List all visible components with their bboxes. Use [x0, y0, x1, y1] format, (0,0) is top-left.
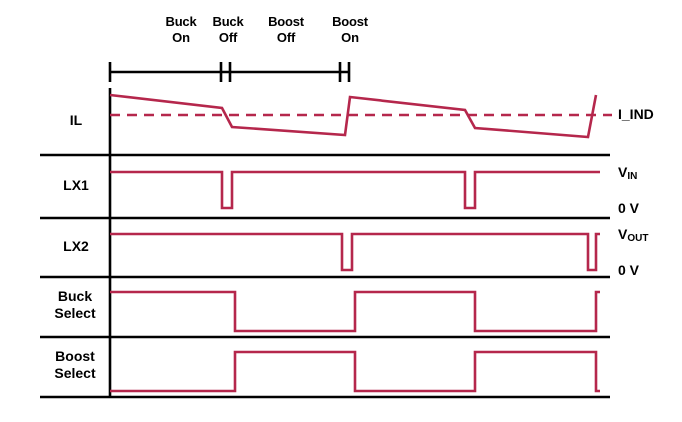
- right-label-i-ind-text: I_IND: [618, 106, 654, 122]
- row-label-buck-select: Buck Select: [40, 288, 110, 322]
- phase-label-boost-off-line2: Off: [276, 30, 296, 45]
- right-label-i-ind: I_IND: [618, 106, 654, 122]
- row-label-buck-select-line2: Select: [54, 305, 96, 321]
- phase-label-boost-on: Boost On: [319, 14, 381, 46]
- phase-label-boost-off-line1: Boost: [268, 14, 304, 29]
- row-label-boost-select-line1: Boost: [55, 348, 95, 364]
- row-label-buck-select-line1: Buck: [57, 288, 93, 304]
- phase-label-boost-on-line2: On: [341, 30, 359, 45]
- phase-label-buck-on: Buck On: [152, 14, 210, 46]
- right-label-v-in-text: V: [618, 164, 628, 180]
- phase-label-buck-on-line1: Buck: [165, 14, 197, 29]
- waveform-il: [109, 93, 598, 139]
- row-label-boost-select-line2: Select: [54, 365, 96, 381]
- phase-label-buck-off-line1: Buck: [212, 14, 244, 29]
- waveform-buck-select: [110, 290, 600, 333]
- phase-label-buck-off-line2: Off: [218, 30, 238, 45]
- right-label-zero-volt-lx1-text: 0 V: [618, 200, 640, 216]
- row-label-boost-select: Boost Select: [40, 348, 110, 382]
- right-label-v-out-text: V: [618, 226, 628, 242]
- waveform-lx1: [110, 170, 600, 210]
- phase-label-boost-on-line1: Boost: [332, 14, 368, 29]
- phase-label-boost-off: Boost Off: [255, 14, 317, 46]
- phase-label-buck-off: Buck Off: [199, 14, 257, 46]
- waveform-boost-select: [110, 350, 600, 393]
- right-label-v-out-sub: OUT: [627, 233, 649, 244]
- right-label-zero-volt-lx2: 0 V: [618, 262, 639, 278]
- right-label-v-in: VIN: [618, 164, 637, 183]
- phase-label-buck-on-line2: On: [172, 30, 190, 45]
- row-label-il: IL: [69, 112, 83, 128]
- row-label-lx2: LX2: [63, 238, 89, 254]
- row-label-lx1: LX1: [63, 177, 89, 193]
- right-label-zero-volt-lx1: 0 V: [618, 200, 639, 216]
- right-label-v-in-sub: IN: [627, 171, 638, 182]
- waveform-lx2: [110, 232, 600, 272]
- right-label-v-out: VOUT: [618, 226, 648, 245]
- right-label-zero-volt-lx2-text: 0 V: [618, 262, 640, 278]
